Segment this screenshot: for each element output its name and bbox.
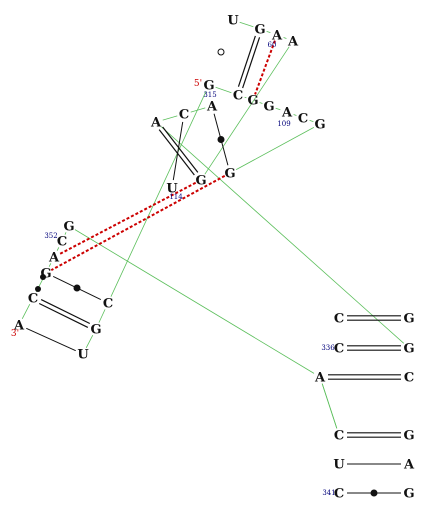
base-pair-line	[162, 126, 199, 173]
nucleotide-a: A	[271, 29, 283, 44]
residue-number: 341	[322, 489, 335, 497]
nucleotide-c: C	[334, 487, 344, 502]
marker-layer	[35, 48, 225, 292]
backbone-segment	[293, 114, 297, 116]
noncanonical-pair-dot	[370, 489, 378, 497]
label-layer: 60 315 109 114 352 336 341 5' 3'	[11, 41, 336, 497]
base-pair-line	[242, 37, 261, 89]
tertiary-interaction-line	[50, 174, 226, 272]
nucleotide-g: G	[203, 79, 214, 94]
nucleotide-c: C	[103, 297, 113, 312]
base-pair-line	[26, 327, 76, 352]
residue-number: 336	[321, 344, 335, 352]
backbone-segment	[244, 96, 247, 99]
tertiary-interaction-line	[254, 40, 276, 95]
base-pair-line	[40, 299, 91, 325]
backbone-segment	[48, 263, 52, 267]
nucleotide-g: G	[314, 118, 325, 133]
residue-number: 60	[268, 41, 277, 49]
long-range-link	[74, 229, 315, 374]
nucleotide-c: C	[404, 371, 414, 386]
nucleotide-u: U	[333, 458, 345, 473]
nucleotide-g: G	[403, 429, 414, 444]
nucleotide-c: C	[334, 429, 344, 444]
three-prime-end-label: 3'	[11, 329, 19, 339]
nucleotide-u: U	[166, 182, 178, 197]
nucleotide-c: C	[179, 108, 189, 123]
residue-number: 352	[44, 232, 57, 240]
nucleotide-g: G	[247, 94, 258, 109]
backbone-segment	[215, 86, 232, 94]
nucleotide-a: A	[150, 116, 162, 131]
nucleotide-g: G	[403, 342, 414, 357]
nucleotide-u: U	[227, 14, 239, 29]
long-range-link	[110, 91, 207, 297]
nucleotide-a: A	[403, 458, 415, 473]
residue-number: 315	[203, 91, 216, 99]
backbone-segment	[275, 107, 281, 111]
backbone-segment	[239, 21, 254, 28]
noncanonical-pair-dot	[73, 284, 81, 292]
nucleotide-a: A	[13, 319, 25, 334]
nucleotide-c: C	[334, 312, 344, 327]
nucleotide-g: G	[254, 23, 265, 38]
backbone-segment	[190, 107, 206, 113]
nucleotide-c: C	[57, 235, 67, 250]
nucleotide-g: G	[224, 167, 235, 182]
backbone-segment	[283, 37, 287, 39]
long-range-link	[235, 126, 315, 171]
junction-dot	[40, 274, 46, 280]
nucleotide-u: U	[77, 348, 89, 363]
backbone-segment	[98, 309, 106, 323]
backbone-segment	[266, 30, 271, 34]
nucleotide-a: A	[48, 251, 60, 266]
nucleotide-g: G	[63, 220, 74, 235]
nucleotide-g: G	[195, 174, 206, 189]
nucleotide-g: G	[90, 323, 101, 338]
backbone-segment	[162, 115, 178, 121]
backbone-segment	[259, 102, 263, 104]
backbone-segment	[85, 335, 94, 348]
nucleotide-g: G	[403, 487, 414, 502]
backbone-layer	[21, 21, 405, 429]
base-pair-line	[38, 302, 89, 328]
nucleotide-g: G	[263, 100, 274, 115]
nucleotide-a: A	[314, 371, 326, 386]
nucleotide-c: C	[334, 342, 344, 357]
nucleotide-a: A	[281, 106, 293, 121]
noncanonical-pair-dot	[217, 136, 225, 143]
nucleotide-a: A	[287, 35, 299, 50]
backbone-segment	[21, 304, 31, 319]
tertiary-interaction-line	[58, 181, 197, 256]
backbone-segment	[321, 383, 338, 429]
backbone-segment	[309, 119, 314, 123]
five-prime-end-label: 5'	[194, 79, 202, 89]
tertiary-interaction-layer	[50, 40, 276, 272]
backbone-segment	[56, 247, 60, 251]
junction-dot	[35, 286, 41, 292]
open-circle-marker	[217, 48, 225, 56]
residue-number: 114	[169, 193, 183, 201]
nucleotide-g: G	[40, 267, 51, 282]
base-pair-line	[172, 121, 184, 181]
base-pair-layer	[26, 35, 401, 497]
nucleotide-c: C	[233, 89, 243, 104]
residue-number: 109	[277, 120, 290, 128]
nucleotide-a: A	[206, 100, 218, 115]
nucleotide-c: C	[28, 292, 38, 307]
long-range-link	[204, 46, 290, 175]
backbone-segment	[64, 232, 67, 235]
nucleotide-c: C	[298, 112, 308, 127]
base-pair-line	[237, 35, 256, 87]
nucleotide-g: G	[403, 312, 414, 327]
long-range-link	[160, 126, 405, 344]
base-pair-line	[158, 129, 195, 176]
